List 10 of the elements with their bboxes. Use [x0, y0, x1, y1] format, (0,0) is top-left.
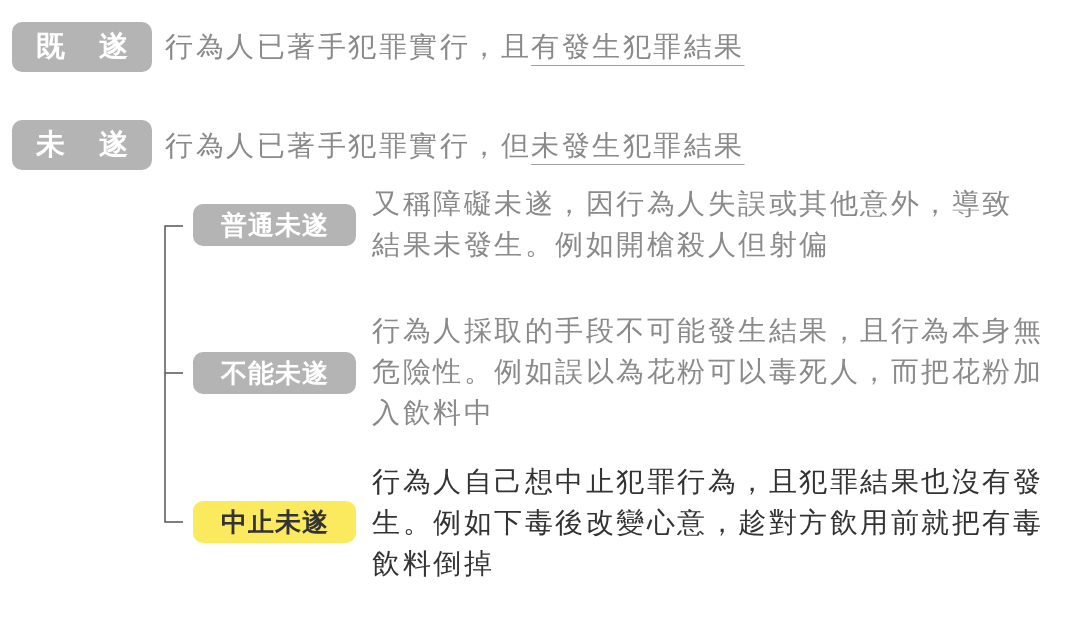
term-tag: 不能未遂: [193, 352, 356, 394]
term-tag: 中止未遂: [193, 501, 356, 543]
definition-text: 行為人採取的手段不可能發生結果，且行為本身無危險性。例如誤以為花粉可以毒死人，而把花粉加入飲料中: [372, 313, 1044, 431]
definition-text: 行為人已著手犯罪實行，且有發生犯罪結果: [165, 29, 746, 65]
term-tag: 未遂: [12, 120, 152, 170]
definition-text: 行為人自己想中止犯罪行為，且犯罪結果也沒有發生。例如下毒後改變心意，趁對方飲用前就把有毒飲料倒掉: [372, 464, 1044, 582]
term-tag: 普通未遂: [193, 204, 356, 246]
definition-text: 又稱障礙未遂，因行為人失誤或其他意外，導致結果未發生。例如開槍殺人但射偏: [372, 186, 1014, 263]
term-tag: 既遂: [12, 22, 152, 72]
definition-text: 行為人已著手犯罪實行，但未發生犯罪結果: [165, 128, 746, 164]
